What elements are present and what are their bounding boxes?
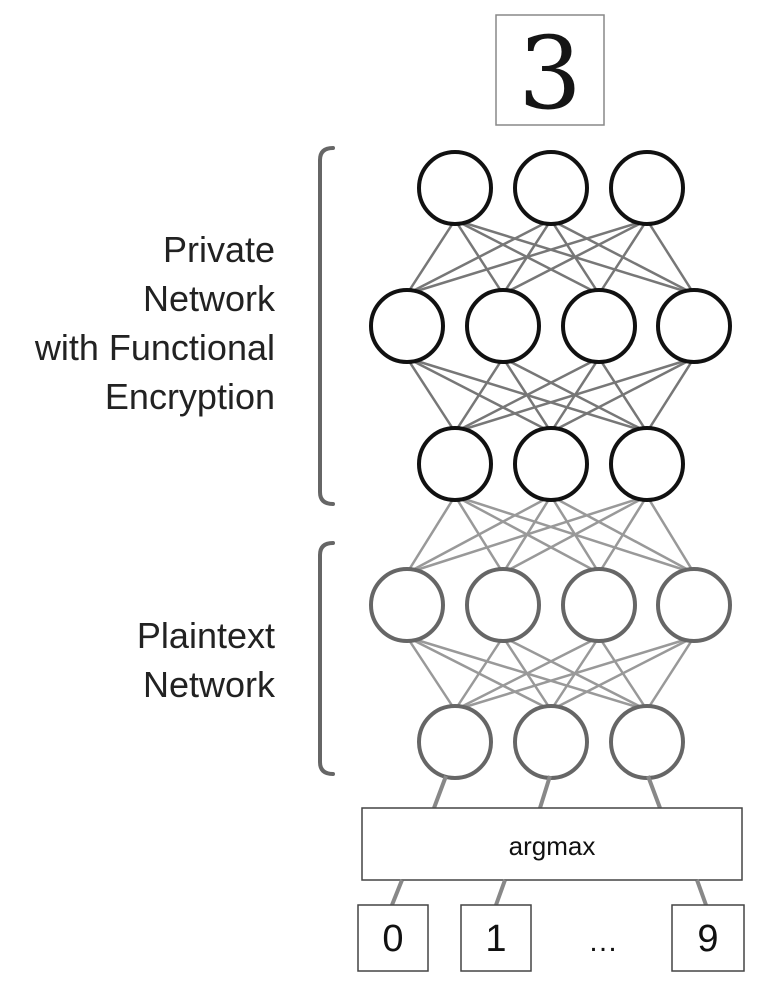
neuron-layer-4-node-3 — [561, 567, 637, 643]
private-label-line-2: Network — [143, 278, 276, 319]
neuron-layer-5-node-3 — [609, 704, 685, 780]
neuron-layer-4-node-4 — [656, 567, 732, 643]
network-edge — [454, 356, 695, 434]
network-edge — [406, 218, 552, 296]
neuron-layer-3-node-2 — [513, 426, 589, 502]
neuron-layer-4-node-1 — [369, 567, 445, 643]
argmax-box: argmax — [361, 807, 743, 881]
output-box-1: 1 — [460, 904, 532, 972]
neuron-layer-3-node-1 — [417, 426, 493, 502]
network-edge — [550, 356, 695, 434]
input-digit: 3 — [518, 15, 582, 132]
output-box-9: 9 — [671, 904, 745, 972]
network-edge — [502, 494, 648, 575]
argmax-label: argmax — [509, 831, 596, 861]
neuron-layer-1-node-1 — [417, 150, 493, 226]
output-ellipsis: … — [588, 925, 618, 958]
network-edge — [406, 494, 552, 575]
neuron-layer-5-node-2 — [513, 704, 589, 780]
network-edge — [645, 219, 696, 295]
network-edge — [502, 218, 648, 296]
plaintext-label-line-2: Network — [143, 664, 276, 705]
neuron-layer-2-node-2 — [465, 288, 541, 364]
edge-to-output — [695, 879, 708, 906]
network-edge — [453, 636, 505, 711]
plaintext-label-line-1: Plaintext — [137, 615, 275, 656]
output-label-1: 1 — [485, 918, 506, 960]
neuron-layer-5-node-1 — [417, 704, 493, 780]
output-box-0: 0 — [357, 904, 429, 972]
private-label-line-1: Private — [163, 229, 275, 270]
network-edge — [405, 357, 457, 433]
neuron-layer-3-node-3 — [609, 426, 685, 502]
edge-to-argmax — [432, 775, 448, 809]
network-edge — [645, 357, 696, 433]
output-label-9: 9 — [697, 918, 718, 960]
network-edge — [405, 219, 457, 295]
edge-to-argmax — [538, 775, 552, 809]
network-edge — [645, 495, 696, 574]
network-edge — [597, 219, 649, 295]
network-edge — [454, 635, 600, 712]
network-edge — [454, 356, 600, 434]
network-edge — [406, 494, 648, 575]
neuron-layer-2-node-4 — [656, 288, 732, 364]
neuron-layer-2-node-1 — [369, 288, 445, 364]
input-image: 3 — [495, 14, 605, 132]
private-label-line-4: Encryption — [105, 376, 275, 417]
neuron-layer-1-node-3 — [609, 150, 685, 226]
network-edge — [454, 635, 695, 712]
output-label-0: 0 — [382, 918, 403, 960]
network-edge — [406, 218, 648, 296]
plaintext-network-brace — [318, 541, 335, 776]
edge-to-output — [494, 879, 507, 906]
network-edge — [405, 636, 457, 711]
network-edge — [645, 636, 696, 711]
neuron-layer-1-node-2 — [513, 150, 589, 226]
private-label-line-3: with Functional — [34, 327, 275, 368]
network-edge — [597, 495, 649, 574]
neuron-layer-4-node-2 — [465, 567, 541, 643]
edges — [405, 218, 696, 712]
network-edge — [550, 635, 695, 712]
edge-to-argmax — [646, 775, 662, 809]
neuron-layer-2-node-3 — [561, 288, 637, 364]
edge-to-output — [390, 879, 404, 906]
network-edge — [453, 357, 505, 433]
network-edge — [405, 495, 457, 574]
private-network-brace — [318, 146, 335, 506]
nodes — [369, 150, 732, 780]
